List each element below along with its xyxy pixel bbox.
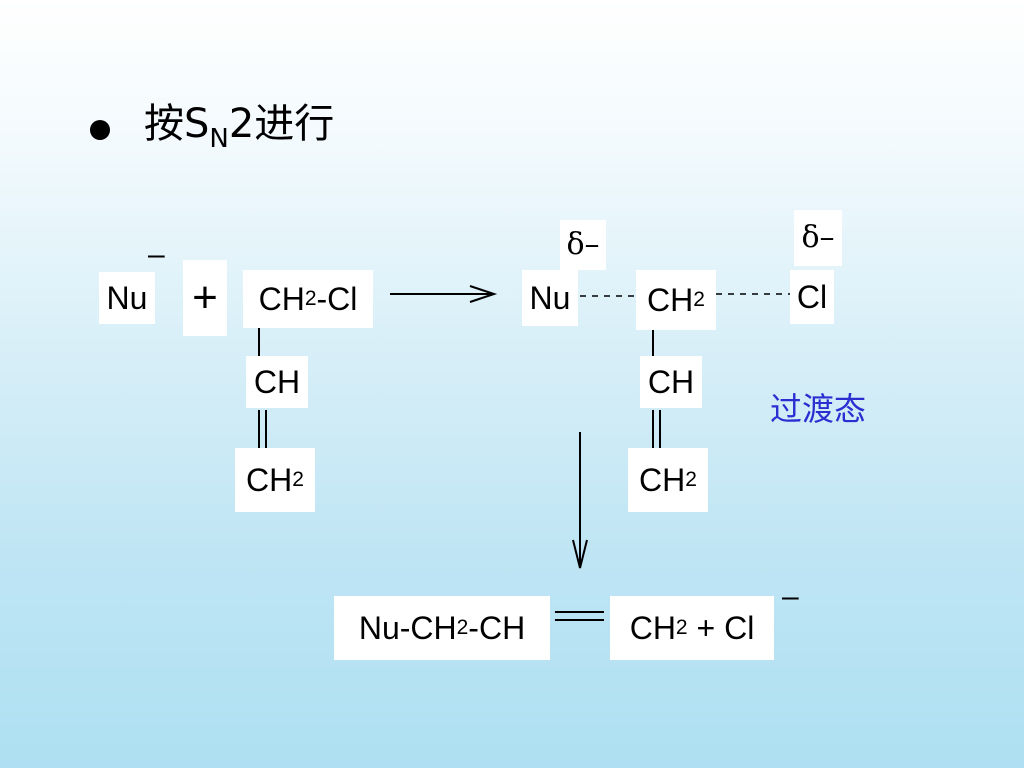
transition-state-label: 过渡态 <box>770 390 867 428</box>
nucleophile: Nu <box>99 272 155 324</box>
title-subscript: N <box>209 124 229 154</box>
ts-ch: CH <box>640 356 702 408</box>
title-prefix: 按S <box>144 101 210 147</box>
plus-sign: + <box>183 260 227 336</box>
chloride-charge: – <box>782 580 799 613</box>
reactant-ch2cl-rest: -Cl <box>316 281 358 317</box>
ts-ch2-terminal-main: CH <box>639 462 686 498</box>
ts-delta-cl: δ– <box>794 210 842 266</box>
down-arrow-head <box>572 539 588 569</box>
reactant-ch2cl-main: CH <box>258 281 305 317</box>
product-left-pre: Nu-CH <box>358 610 457 646</box>
reactant-ch: CH <box>246 356 308 408</box>
ts-nucleophile: Nu <box>522 270 578 326</box>
reactant-ch2-terminal-main: CH <box>246 462 293 498</box>
forward-arrow-head <box>469 285 498 303</box>
ts-delta-nu: δ– <box>560 220 606 270</box>
nucleophile-charge: – <box>148 238 165 271</box>
product-right-post: + Cl <box>687 610 755 646</box>
product-right-main: CH <box>629 610 676 646</box>
ts-ch2-main: CH <box>647 282 694 318</box>
slide-title: 按SN2进行 <box>144 100 335 152</box>
product-left-post: -CH <box>468 610 526 646</box>
bullet-point <box>90 120 110 140</box>
ts-chlorine: Cl <box>790 270 834 324</box>
title-suffix: 2进行 <box>228 101 335 147</box>
